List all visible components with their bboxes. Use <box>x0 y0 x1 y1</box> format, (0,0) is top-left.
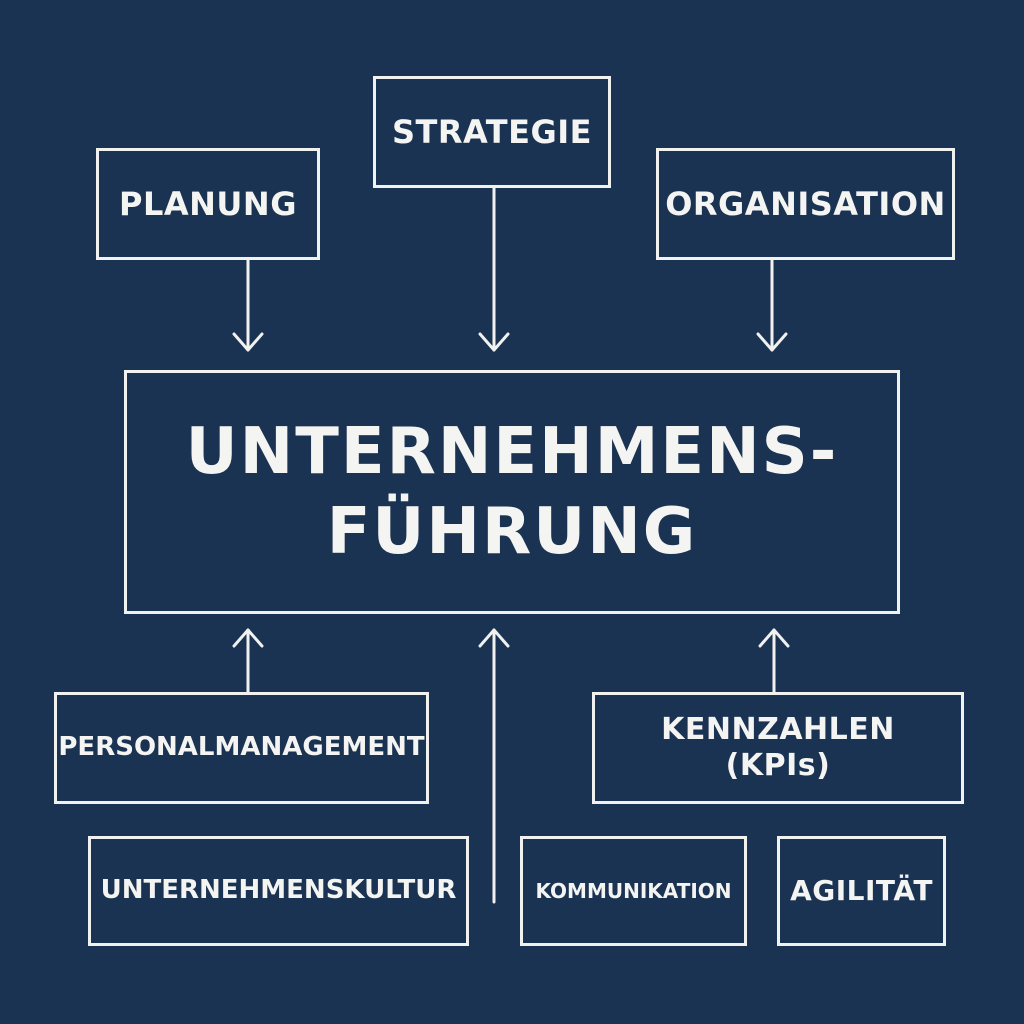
organisation-box: ORGANISATION <box>656 148 955 260</box>
planung-label: PLANUNG <box>119 184 297 223</box>
arrow-strategie-to-center <box>478 186 510 352</box>
center-title-line2: FÜHRUNG <box>326 495 698 569</box>
agilitaet-label: AGILITÄT <box>790 874 933 908</box>
kennzahlen-box: KENNZAHLEN (KPIs) <box>592 692 964 804</box>
arrow-personalmanagement-to-center <box>232 628 264 694</box>
center-title: UNTERNEHMENS- FÜHRUNG <box>186 412 839 572</box>
arrow-kennzahlen-to-center <box>758 628 790 694</box>
arrow-bottom-to-center <box>478 628 510 904</box>
center-title-line1: UNTERNEHMENS- <box>185 415 839 489</box>
kennzahlen-label: KENNZAHLEN (KPIs) <box>661 712 895 784</box>
kommunikation-label: KOMMUNIKATION <box>535 879 732 903</box>
kommunikation-box: KOMMUNIKATION <box>520 836 747 946</box>
personalmanagement-box: PERSONALMANAGEMENT <box>54 692 429 804</box>
unternehmenskultur-box: UNTERNEHMENSKULTUR <box>88 836 469 946</box>
planung-box: PLANUNG <box>96 148 320 260</box>
arrow-organisation-to-center <box>756 258 788 352</box>
strategie-label: STRATEGIE <box>391 112 592 151</box>
unternehmensfuehrung-box: UNTERNEHMENS- FÜHRUNG <box>124 370 900 614</box>
organisation-label: ORGANISATION <box>665 184 946 223</box>
agilitaet-box: AGILITÄT <box>777 836 946 946</box>
personalmanagement-label: PERSONALMANAGEMENT <box>58 732 425 763</box>
kennzahlen-label-line1: KENNZAHLEN <box>661 712 895 747</box>
strategie-box: STRATEGIE <box>373 76 611 188</box>
kennzahlen-label-line2: (KPIs) <box>725 748 831 783</box>
unternehmenskultur-label: UNTERNEHMENSKULTUR <box>100 875 457 906</box>
arrow-planung-to-center <box>232 258 264 352</box>
